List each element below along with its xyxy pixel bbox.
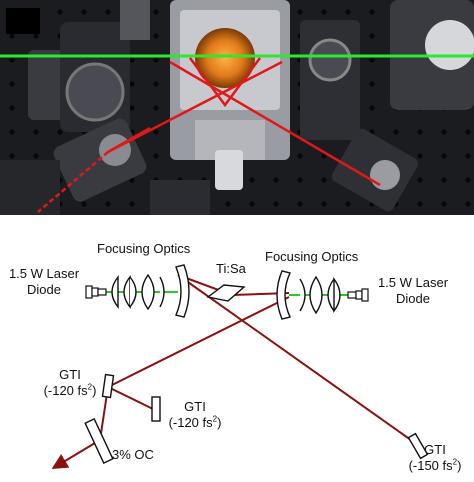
label-gti-3: GTI (-150 fs2): [400, 442, 470, 474]
cavity-schematic: Focusing Optics Focusing Optics Ti:Sa 1.…: [0, 215, 474, 482]
cavity-beam-to-gti1: [107, 296, 290, 388]
curved-mirror-left: [175, 264, 190, 318]
label-gti-2-name: GTI: [184, 399, 206, 414]
label-gti-1-name: GTI: [59, 367, 81, 382]
tisa-crystal-photo: [195, 28, 255, 88]
cavity-beam: [51, 274, 419, 470]
right-optic: [425, 20, 474, 70]
label-gti-3-name: GTI: [424, 442, 446, 457]
label-laser-left-line1: 1.5 W Laser: [8, 266, 80, 281]
photo-scene: [0, 0, 474, 215]
label-focusing-optics-right: Focusing Optics: [265, 249, 359, 264]
corner-marker: [6, 8, 40, 34]
tisa-crystal: [206, 284, 246, 302]
laser-diode-left: [85, 285, 107, 299]
gti-mirror-3: [407, 432, 429, 460]
output-beam-arrow: [51, 439, 101, 470]
gti-mirror-2: [151, 396, 161, 422]
setup-photo: [0, 0, 474, 215]
cavity-beam-to-gti3: [177, 274, 419, 446]
curved-mirror-right: [276, 270, 291, 320]
label-output-coupler: 3% OC: [112, 447, 154, 462]
label-gti-1: GTI (-120 fs2): [37, 367, 103, 399]
photo-cavity-beam-top: [188, 57, 262, 108]
label-laser-right-line1: 1.5 W Laser: [377, 275, 449, 290]
label-tisa: Ti:Sa: [216, 261, 246, 276]
laser-diode-right: [347, 288, 369, 302]
label-laser-right-line2: Diode: [396, 291, 430, 306]
label-laser-diode-right: 1.5 W Laser Diode: [370, 275, 456, 307]
output-coupler: [84, 418, 114, 464]
label-gti-1-value: (-120 fs2): [43, 382, 97, 398]
photo-output-beam: [37, 151, 109, 213]
label-focusing-optics-left: Focusing Optics: [97, 241, 191, 256]
label-gti-2-value: (-120 fs2): [168, 414, 222, 430]
gti-mirror-1: [101, 373, 115, 399]
label-laser-left-line2: Diode: [27, 282, 61, 297]
label-laser-diode-left: 1.5 W Laser Diode: [3, 266, 85, 298]
left-optic: [65, 62, 125, 122]
focusing-lenses-left: [111, 273, 165, 311]
schematic-drawing: [51, 264, 429, 470]
label-gti-3-value: (-150 fs2): [408, 457, 462, 473]
cavity-beam-gti1-gti2: [107, 386, 156, 411]
label-gti-2: GTI (-120 fs2): [160, 399, 230, 431]
focusing-lenses-right: [299, 275, 341, 315]
